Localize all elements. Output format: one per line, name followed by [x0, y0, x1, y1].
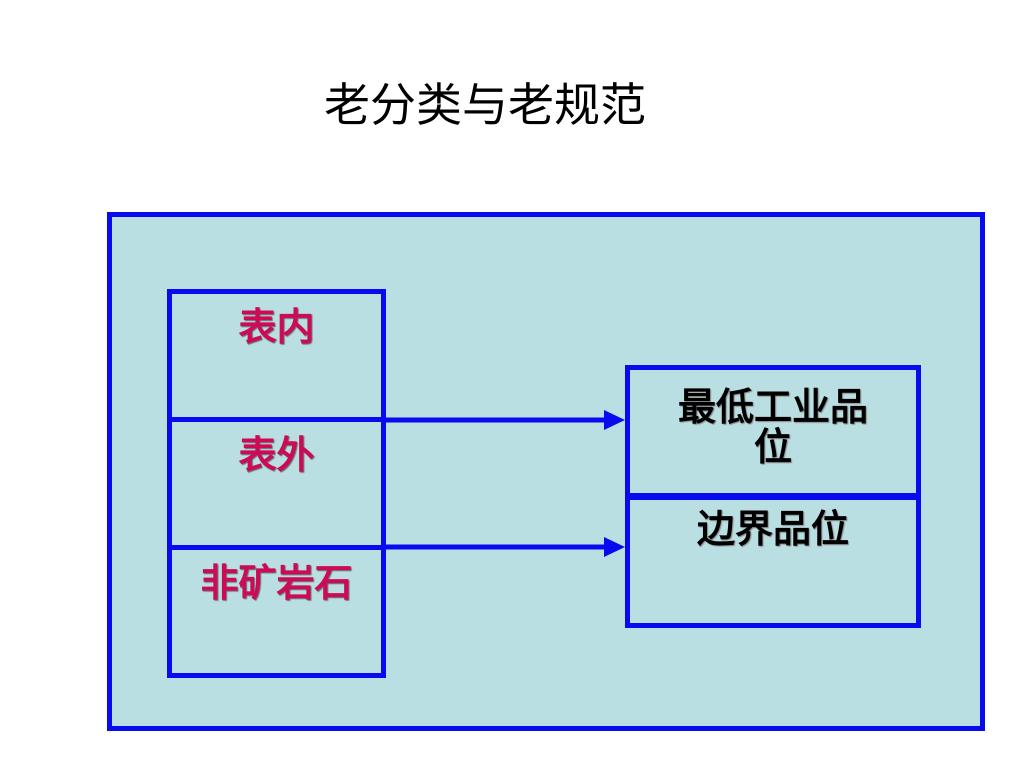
slide-title: 老分类与老规范 [324, 78, 646, 132]
right-cell-zuidigongyepinwei-label: 最低工业品 位 [630, 385, 916, 469]
right-cell-zuidigongyepinwei-label-line2: 位 [753, 424, 792, 469]
left-cell-biaowai-label: 表外 [238, 433, 315, 477]
left-cell-feikuangyanshi [167, 545, 386, 678]
diagram-panel [107, 212, 985, 731]
left-cell-biaonei-label: 表内 [238, 305, 315, 349]
right-cell-bianjiepinwei-label: 边界品位 [696, 507, 849, 551]
right-cell-bianjiepinwei [625, 493, 921, 628]
right-cell-zuidigongyepinwei-label-line1: 最低工业品 [677, 385, 868, 429]
left-cell-feikuangyanshi-label: 非矿岩石 [200, 561, 353, 605]
